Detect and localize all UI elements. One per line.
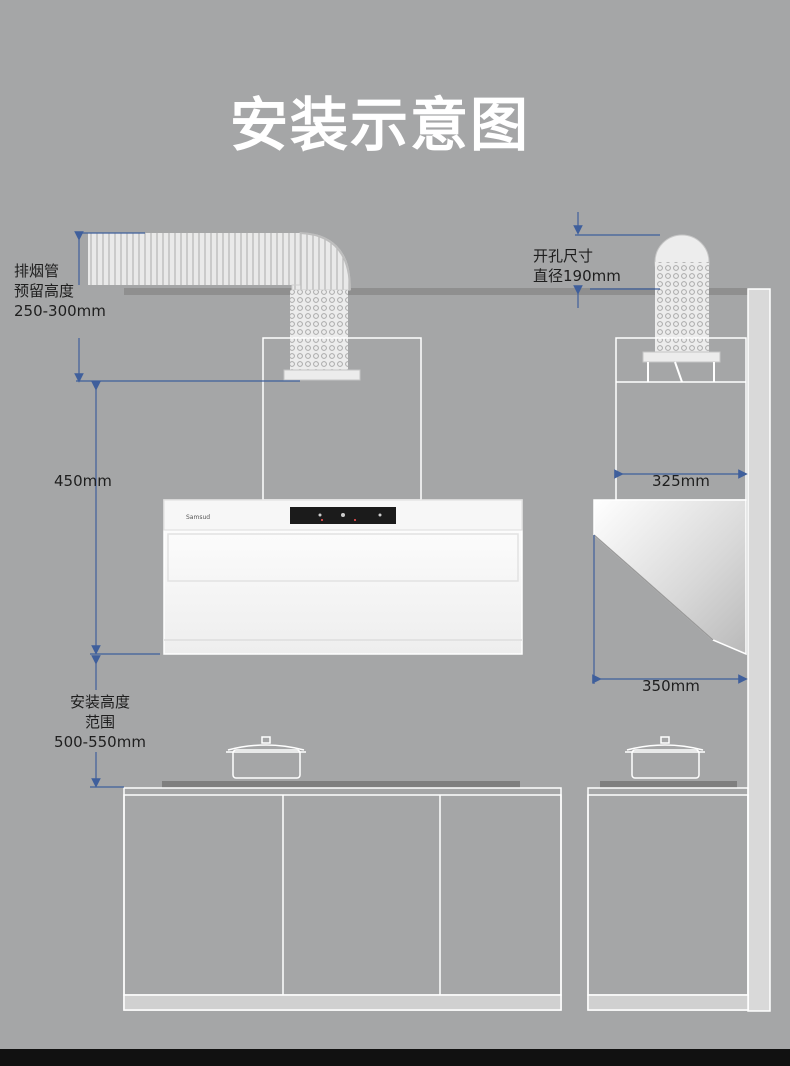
diagram-title: 安装示意图 — [229, 91, 530, 159]
range-hood-front: Samsud — [163, 499, 523, 655]
dimension-lines — [74, 212, 748, 788]
cooktop-front — [162, 781, 520, 788]
pot-side-icon — [625, 736, 705, 779]
duct-reserved-height-label: 排烟管 预留高度 250-300mm — [14, 261, 106, 321]
install-label-line3: 500-550mm — [54, 733, 146, 751]
height-450-label: 450mm — [54, 472, 112, 490]
duct-label-line2: 预留高度 — [14, 282, 75, 300]
cabinet-side — [587, 787, 749, 1011]
right-wall — [747, 288, 771, 1012]
hole-label-line2: 直径190mm — [533, 267, 621, 285]
depth-325-label: 325mm — [652, 472, 710, 490]
duct-label-line3: 250-300mm — [14, 302, 106, 320]
duct-label-line1: 排烟管 — [14, 262, 60, 280]
depth-350-label: 350mm — [642, 677, 700, 695]
install-label-line2: 范围 — [84, 713, 115, 731]
cabinet-front — [123, 787, 562, 1011]
ceiling-line — [124, 288, 748, 295]
install-label-line1: 安装高度 — [69, 693, 130, 711]
install-height-range-label: 安装高度 范围 500-550mm — [48, 692, 152, 752]
hole-size-label: 开孔尺寸 直径190mm — [533, 246, 621, 286]
bottom-band — [0, 1049, 790, 1066]
exhaust-duct-side — [642, 234, 721, 383]
hood-brand-logo: Samsud — [186, 514, 210, 521]
hole-label-line1: 开孔尺寸 — [533, 247, 594, 265]
exhaust-duct-front — [88, 232, 361, 381]
range-hood-side — [593, 499, 747, 656]
pot-front-icon — [226, 736, 306, 779]
cooktop-side — [600, 781, 737, 788]
